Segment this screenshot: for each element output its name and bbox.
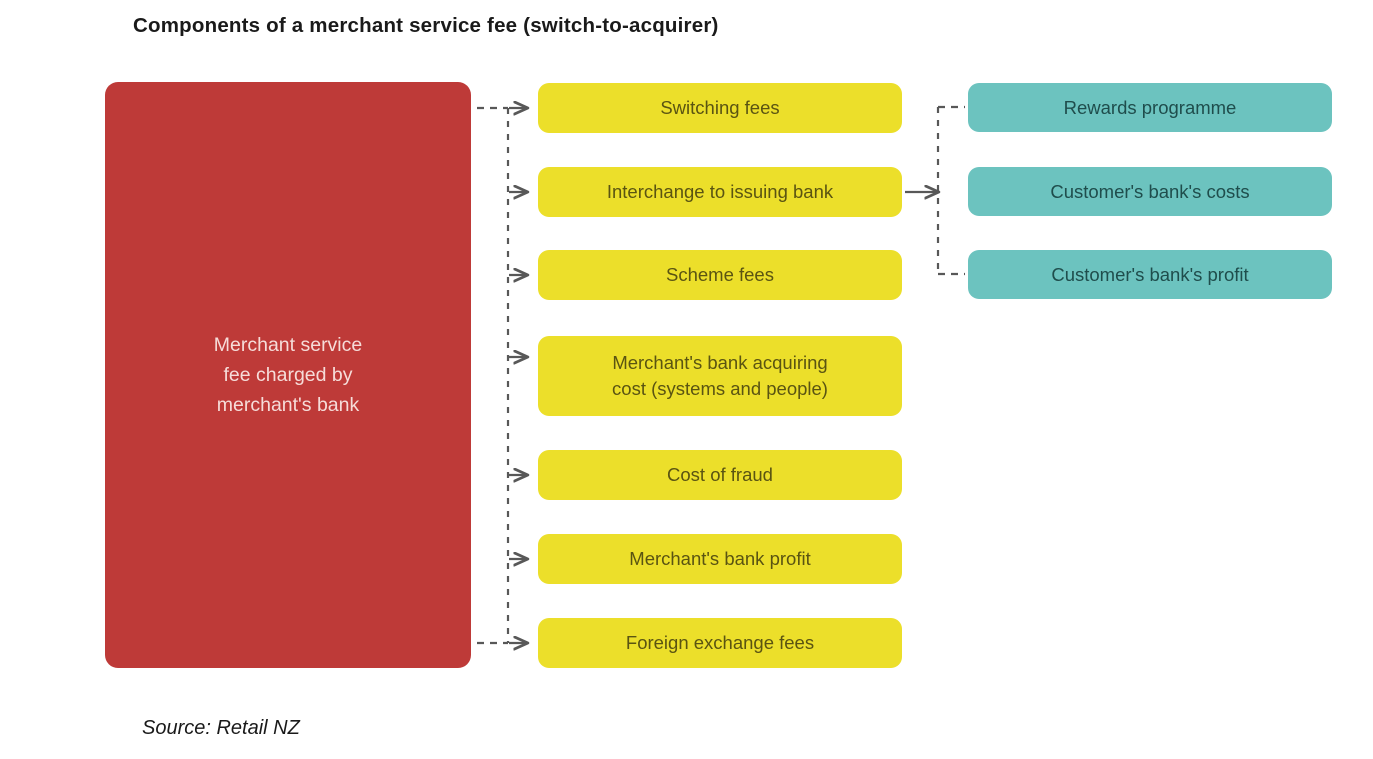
node-rewards-programme[interactable]: Rewards programme xyxy=(968,83,1332,132)
node-merchants-bank-profit[interactable]: Merchant's bank profit xyxy=(538,534,902,584)
node-label: Merchant service fee charged by merchant… xyxy=(213,334,363,416)
node-label: Switching fees xyxy=(660,97,780,118)
node-label: Rewards programme xyxy=(1063,96,1237,118)
node-interchange-to-issuing-bank[interactable]: Interchange to issuing bank xyxy=(538,167,902,217)
right-connector xyxy=(905,105,965,276)
node-customers-banks-profit[interactable]: Customer's bank's profit xyxy=(968,250,1332,299)
node-label: Customer's bank's profit xyxy=(1051,263,1249,285)
node-cost-of-fraud[interactable]: Cost of fraud xyxy=(538,450,902,500)
left-branch-arrows xyxy=(509,108,527,643)
page-title: Components of a merchant service fee (sw… xyxy=(133,14,719,37)
node-label: Scheme fees xyxy=(666,264,774,285)
node-customers-banks-costs[interactable]: Customer's bank's costs xyxy=(968,167,1332,216)
node-label: Interchange to issuing bank xyxy=(606,181,834,202)
node-label: Merchant's bank acquiring cost (systems … xyxy=(612,352,828,399)
node-label: Customer's bank's costs xyxy=(1050,180,1250,202)
node-merchants-bank-acquiring-cost[interactable]: Merchant's bank acquiring cost (systems … xyxy=(538,336,902,416)
node-switching-fees[interactable]: Switching fees xyxy=(538,83,902,133)
node-label: Foreign exchange fees xyxy=(625,632,815,653)
node-label: Merchant's bank profit xyxy=(629,548,811,569)
source-attribution: Source: Retail NZ xyxy=(142,717,300,739)
left-connector-trunk xyxy=(477,106,510,645)
node-label: Cost of fraud xyxy=(667,464,773,485)
node-merchant-service-fee[interactable]: Merchant service fee charged by merchant… xyxy=(105,82,471,668)
node-scheme-fees[interactable]: Scheme fees xyxy=(538,250,902,300)
node-foreign-exchange-fees[interactable]: Foreign exchange fees xyxy=(538,618,902,668)
